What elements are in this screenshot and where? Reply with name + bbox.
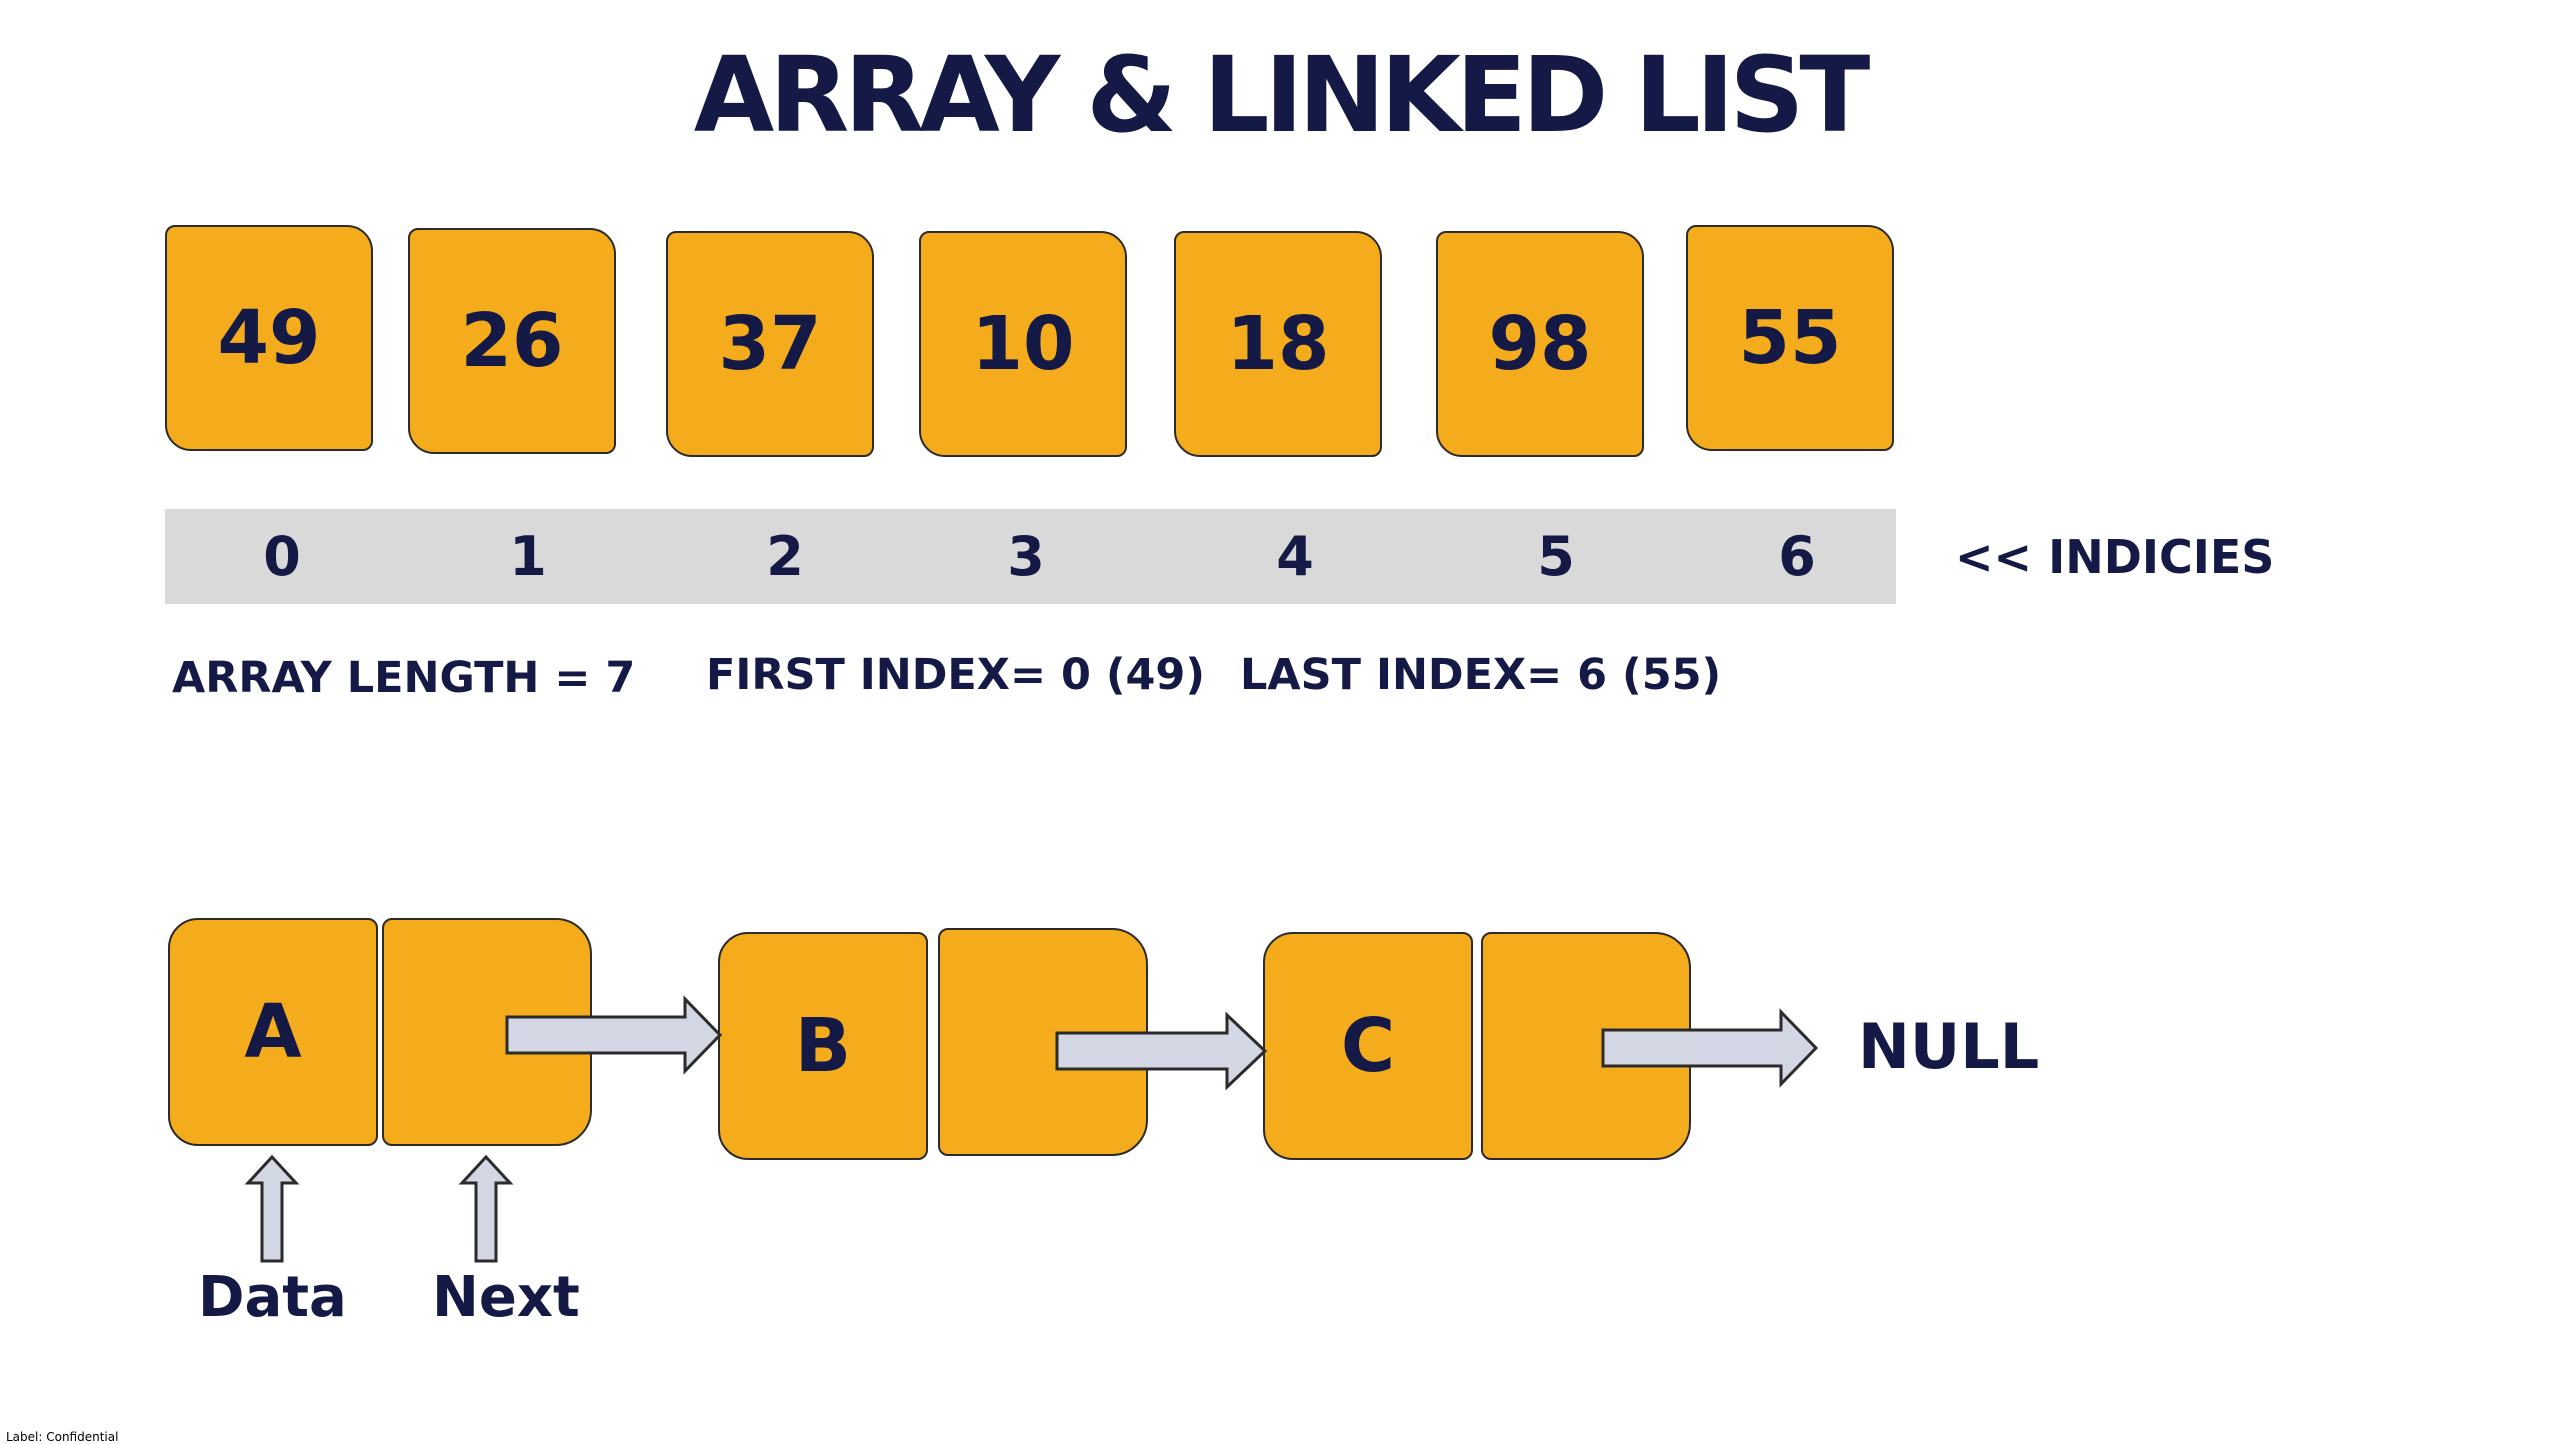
array-index-2: 2 xyxy=(766,525,804,588)
array-cell-1: 26 xyxy=(408,228,616,454)
node-c-data: C xyxy=(1263,932,1473,1160)
node-b-data: B xyxy=(718,932,928,1160)
page-title: ARRAY & LINKED LIST xyxy=(693,34,1871,156)
last-index-label: LAST INDEX= 6 (55) xyxy=(1240,650,1722,700)
array-cell-5: 98 xyxy=(1436,231,1644,457)
array-cell-4: 18 xyxy=(1174,231,1382,457)
array-index-6: 6 xyxy=(1778,525,1816,588)
array-cell-2: 37 xyxy=(666,231,874,457)
first-index-label: FIRST INDEX= 0 (49) xyxy=(706,650,1205,700)
index-bar xyxy=(165,509,1896,604)
array-index-1: 1 xyxy=(509,525,547,588)
up-arrow-icon xyxy=(244,1154,300,1263)
array-cell-0: 49 xyxy=(165,225,373,451)
array-index-4: 4 xyxy=(1276,525,1314,588)
right-arrow-icon xyxy=(1601,1008,1819,1088)
array-length-label: ARRAY LENGTH = 7 xyxy=(172,653,636,703)
confidential-label: Label: Confidential xyxy=(6,1430,119,1444)
up-arrow-icon xyxy=(458,1154,514,1263)
array-index-5: 5 xyxy=(1537,525,1575,588)
null-label: NULL xyxy=(1858,1010,2040,1083)
node-a-data: A xyxy=(168,918,378,1146)
array-cell-6: 55 xyxy=(1686,225,1894,451)
data-label: Data xyxy=(198,1265,347,1330)
array-index-3: 3 xyxy=(1007,525,1045,588)
array-cell-3: 10 xyxy=(919,231,1127,457)
next-label: Next xyxy=(432,1265,580,1330)
right-arrow-icon xyxy=(505,995,723,1075)
right-arrow-icon xyxy=(1055,1011,1268,1091)
array-index-0: 0 xyxy=(263,525,301,588)
indices-label: << INDICIES xyxy=(1955,530,2275,584)
